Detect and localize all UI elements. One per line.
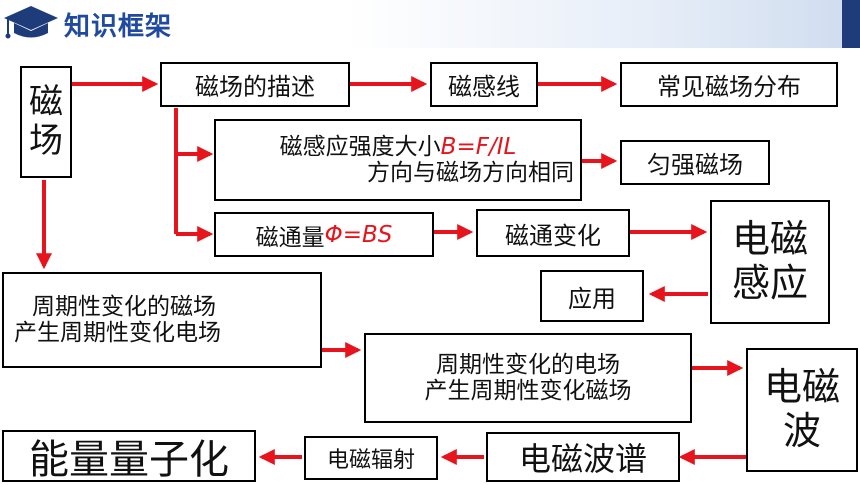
node-magnetic-field-line1: 磁 <box>29 81 63 122</box>
node-common-distribution: 常见磁场分布 <box>620 62 838 107</box>
periodic-electric-line2: 产生周期性变化磁场 <box>424 378 632 404</box>
flux-formula: Φ=BS <box>324 221 393 248</box>
em-wave-line2: 波 <box>782 409 821 453</box>
induction-strength-text: 磁感应强度大小 <box>279 133 441 160</box>
header-band <box>0 0 860 48</box>
node-periodic-magnetic: 周期性变化的磁场 产生周期性变化电场 <box>2 272 322 368</box>
periodic-electric-line1: 周期性变化的电场 <box>436 351 620 378</box>
node-magnetic-field-line2: 场 <box>29 121 63 161</box>
node-quantization: 能量量子化 <box>2 430 256 483</box>
node-magnetic-field: 磁 场 <box>20 66 72 178</box>
induction-strength-line2: 方向与磁场方向相同 <box>367 160 574 186</box>
graduation-cap-icon <box>4 6 58 39</box>
node-periodic-electric: 周期性变化的电场 产生周期性变化磁场 <box>364 333 692 423</box>
node-flux-change: 磁通变化 <box>476 209 630 257</box>
periodic-magnetic-line1: 周期性变化的磁场 <box>32 293 216 320</box>
flux-text: 磁通量 <box>255 224 325 251</box>
em-wave-line1: 电磁 <box>763 365 840 410</box>
node-spectrum: 电磁波谱 <box>486 432 680 482</box>
node-em-wave: 电磁 波 <box>746 348 858 472</box>
node-radiation: 电磁辐射 <box>304 436 438 480</box>
node-em-induction: 电磁 感应 <box>710 200 830 324</box>
periodic-magnetic-line2: 产生周期性变化电场 <box>14 320 221 346</box>
em-induction-line2: 感应 <box>731 261 808 305</box>
page-title: 知识框架 <box>64 12 173 42</box>
induction-strength-formula: B=F/IL <box>440 133 517 160</box>
node-application: 应用 <box>540 270 644 322</box>
node-describe: 磁场的描述 <box>160 62 350 107</box>
node-field-lines: 磁感线 <box>430 62 538 107</box>
em-induction-line1: 电磁 <box>731 217 808 262</box>
node-uniform-field: 匀强磁场 <box>620 140 770 185</box>
header-accent-bar <box>842 0 860 48</box>
node-induction-strength: 磁感应强度大小B=F/IL 方向与磁场方向相同 <box>214 119 582 201</box>
